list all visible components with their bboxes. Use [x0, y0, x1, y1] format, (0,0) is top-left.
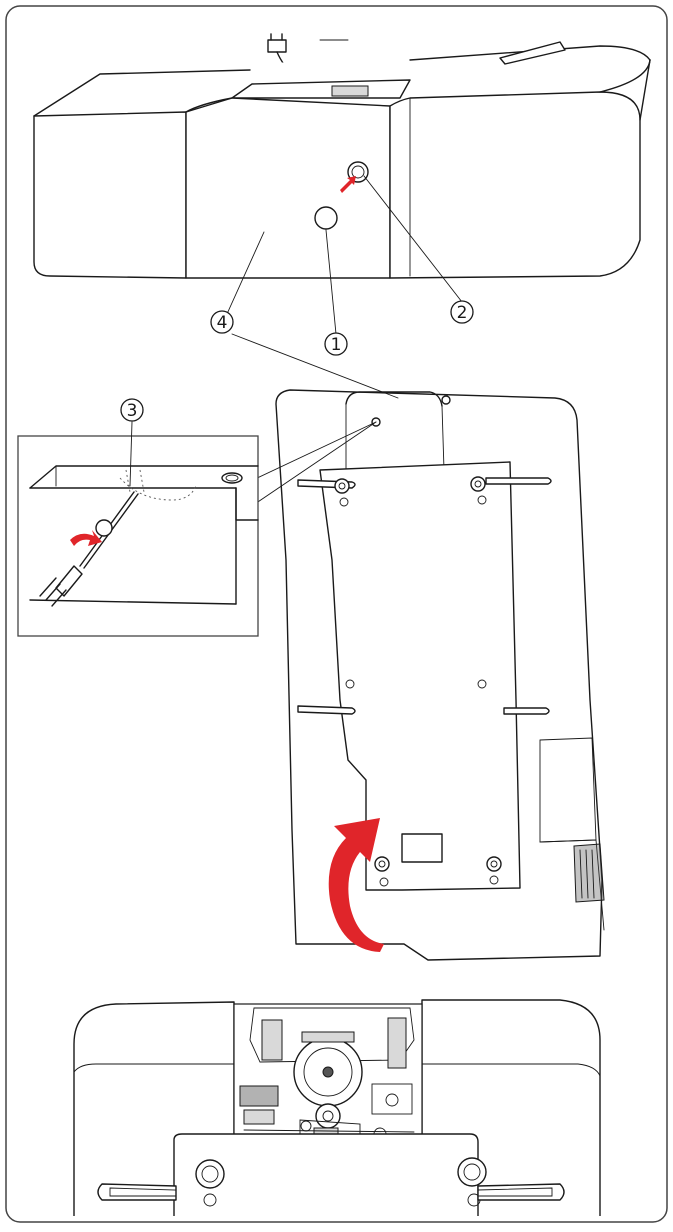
callout-1: 1: [324, 332, 348, 356]
callout-4-label: 4: [217, 313, 228, 333]
outer-frame: [5, 5, 668, 1223]
red-arrow-icon: [340, 176, 356, 193]
callout-2: 2: [450, 300, 474, 324]
right-housing: [389, 91, 641, 279]
callout-2-label: 2: [457, 303, 468, 323]
callout-3-label: 3: [127, 401, 138, 421]
callout-4: 4: [210, 310, 234, 334]
front-cover: [185, 97, 391, 279]
screwdriver-icon: [39, 491, 139, 607]
inset-detail: [17, 421, 259, 637]
cover-screw: [314, 206, 338, 230]
curved-rotation-arrow-icon: [328, 818, 384, 952]
callout-3: 3: [120, 398, 144, 422]
machine-internal-view: [73, 999, 601, 1216]
red-arrow-icon: [70, 530, 102, 546]
base-plate-front: [173, 1133, 479, 1216]
vent-grille: [573, 843, 605, 903]
power-plug: [267, 33, 306, 91]
machine-front-view: [33, 33, 651, 335]
callout-1-label: 1: [331, 335, 342, 355]
internal-mechanism: [233, 1003, 423, 1147]
base-plate: [319, 461, 521, 891]
left-housing: [33, 111, 187, 279]
machine-tipped-view: [231, 333, 605, 961]
